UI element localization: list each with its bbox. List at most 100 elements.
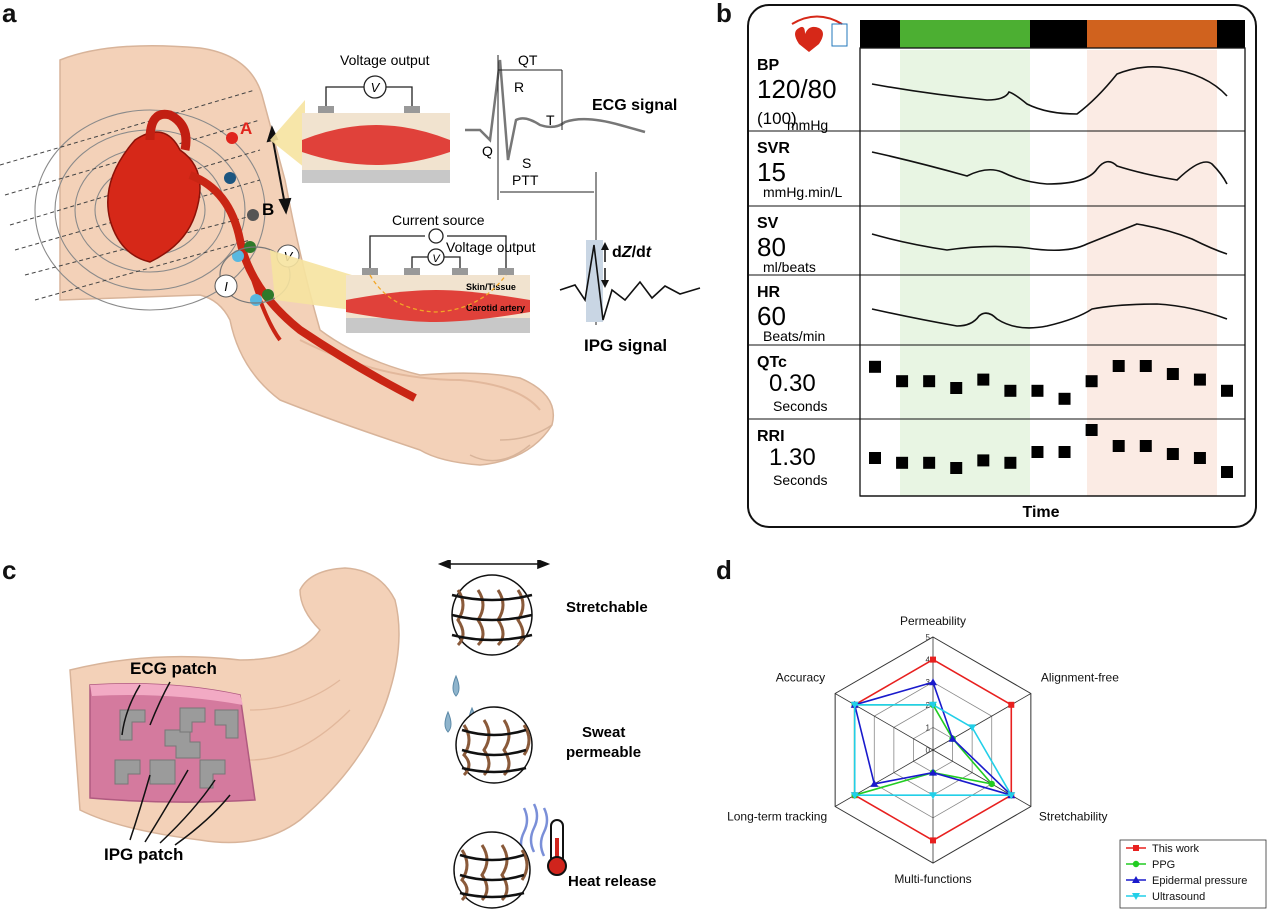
s-label: S [522,155,531,171]
body-shoulder [59,45,554,466]
ipg-patch-label: IPG patch [104,845,183,864]
panel-label-b: b [716,0,732,28]
rri-dots-point [869,452,881,464]
qtc-dots-point [1139,360,1152,372]
legend-marker-2 [1132,876,1140,883]
series-3-point-2 [1007,792,1016,800]
panel-label-c: c [2,555,17,585]
row-value-0: 120/80 [757,74,837,104]
row-name-1: SVR [757,140,790,157]
rri-dots-point [1139,440,1152,452]
series-2-point-0 [929,678,937,686]
textile-sweat-icon [455,706,533,784]
ecg-sensor-inset: V [302,75,450,183]
electrode-c2 [250,294,262,306]
series-3-point-0 [929,701,937,709]
panel-c-illustration: ECG patch IPG patch Stretchable Sweat pe… [69,560,656,909]
series-3-point-1 [968,724,977,732]
axis-label-5: Accuracy [776,671,825,685]
rri-dots-point [896,456,909,469]
row-name-2: SV [757,215,779,232]
row-unit-4: Seconds [773,398,827,414]
axis-label-1: Alignment-free [1041,671,1119,685]
rri-dots-point [1193,452,1206,464]
row-unit-2: ml/beats [763,259,816,275]
sweat-line2: permeable [566,744,641,761]
rri-dots-point [1221,466,1233,478]
qtc-dots-point [1221,384,1233,397]
thermometer-icon [547,819,567,876]
axis-label-2: Stretchability [1039,810,1108,824]
legend-marker-0 [1133,845,1139,851]
time-axis-label: Time [1022,504,1059,521]
phase-green-region [900,50,1030,496]
radar-axis-labels: PermeabilityAlignment-freeStretchability… [727,614,1119,886]
qtc-dots-point [1166,368,1179,380]
series-1-point-2 [988,780,995,788]
leader-lines [121,681,231,846]
ptt-label: PTT [512,172,539,188]
qtc-dots-point [977,373,990,386]
row-unit-5: Seconds [773,472,827,488]
axis-label-3: Multi-functions [894,872,971,886]
tick-label-4: 4 [926,656,931,665]
electrode-mid [224,172,236,184]
rri-dots-point [977,454,990,467]
legend-label-1: PPG [1152,859,1175,871]
stretch-arrow-icon [437,560,551,570]
legend-label-2: Epidermal pressure [1152,875,1247,887]
series-3-point-5 [850,701,859,709]
volt-symbol-bottom: V [432,253,441,265]
series-3-point-3 [929,792,937,800]
sweat-line1: Sweat [582,724,625,741]
row-name-3: HR [757,284,781,301]
t-label: T [546,112,555,128]
dzdt-label: dZ/dt [612,244,652,261]
row-value-5: 1.30 [769,444,816,471]
tick-label-0: 0 [926,746,931,755]
qt-label: QT [518,52,538,68]
row-name-4: QTc [757,354,787,371]
row-value-4: 0.30 [769,370,816,397]
qtc-dots-point [1058,392,1071,405]
aorta [145,109,191,151]
qtc-dots-point [1004,384,1017,397]
stretchable-label: Stretchable [566,599,648,616]
series-3-point-4 [850,792,859,800]
panel-a-illustration: V I A B V Voltage output QT R T Q S PTT … [0,45,701,466]
phase-orange-region [1087,50,1217,496]
series-0-point-1 [1008,701,1015,708]
electrode-b [247,209,259,221]
sv-curve [871,223,1228,255]
svr-curve [871,151,1228,185]
ecg-waveform [465,59,646,161]
ipg-signal-label: IPG signal [584,336,667,355]
qtc-dots-point [1193,373,1206,386]
rri-dots-point [1004,456,1017,469]
legend-label-0: This work [1152,843,1200,855]
qtc-dots-point [1112,360,1125,372]
row-value-3: 60 [757,301,786,331]
grid-spoke-4 [834,749,934,807]
heat-wave-icon [519,803,549,857]
ipg-sensor-inset: V Skin/Tissue Carotid artery [346,228,530,333]
legend-label-3: Ultrasound [1152,891,1205,903]
bp-curve [871,66,1228,115]
electrode-g2 [262,289,274,301]
panel-b-monitor: BP120/80(100)mmHgSVR15mmHg.min/LSV80ml/b… [747,15,1246,521]
rri-dots-point [950,462,963,474]
row-name-0: BP [757,57,780,74]
qtc-dots-point [869,360,881,373]
ecg-signal-label: ECG signal [592,97,677,114]
panel-label-d: d [716,555,732,585]
electrode-c1 [232,250,244,262]
ecg-patch-label: ECG patch [130,659,217,678]
projection-top [270,100,305,168]
qtc-points [869,360,1233,405]
qtc-dots-point [896,375,909,388]
grid-spoke-1 [932,693,1032,751]
row-unit-3: Beats/min [763,328,825,344]
radar-series [850,656,1016,844]
